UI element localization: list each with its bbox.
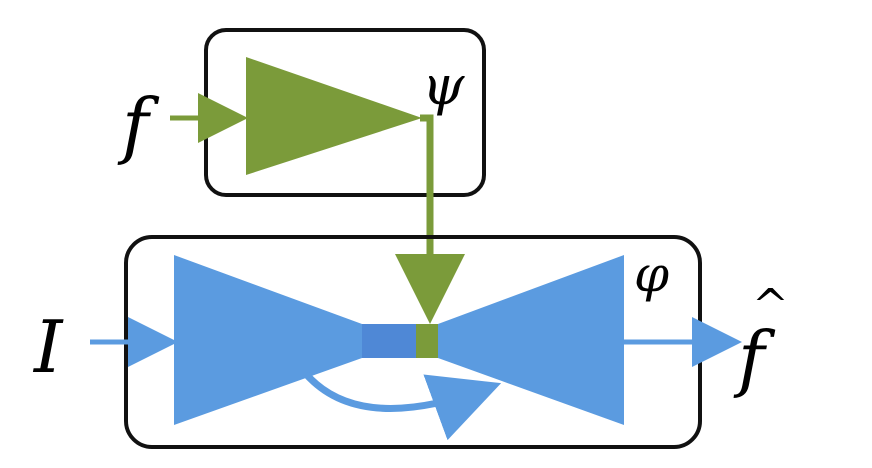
- f-hat-caret: ^: [752, 280, 789, 331]
- varphi-decoder-shape: [438, 255, 624, 425]
- image-input-label: I: [32, 305, 64, 389]
- psi-connector-line: [395, 114, 465, 324]
- f-input-label: f: [117, 83, 160, 167]
- skip-connection-arrow: [303, 371, 502, 441]
- varphi-encoder-shape: [174, 255, 362, 425]
- psi-label: ψ: [422, 54, 465, 117]
- bottleneck-conditioning-block: [416, 324, 438, 358]
- bottleneck-block: [362, 324, 418, 358]
- varphi-label: φ: [634, 245, 669, 303]
- psi-encoder-triangle: [246, 57, 422, 175]
